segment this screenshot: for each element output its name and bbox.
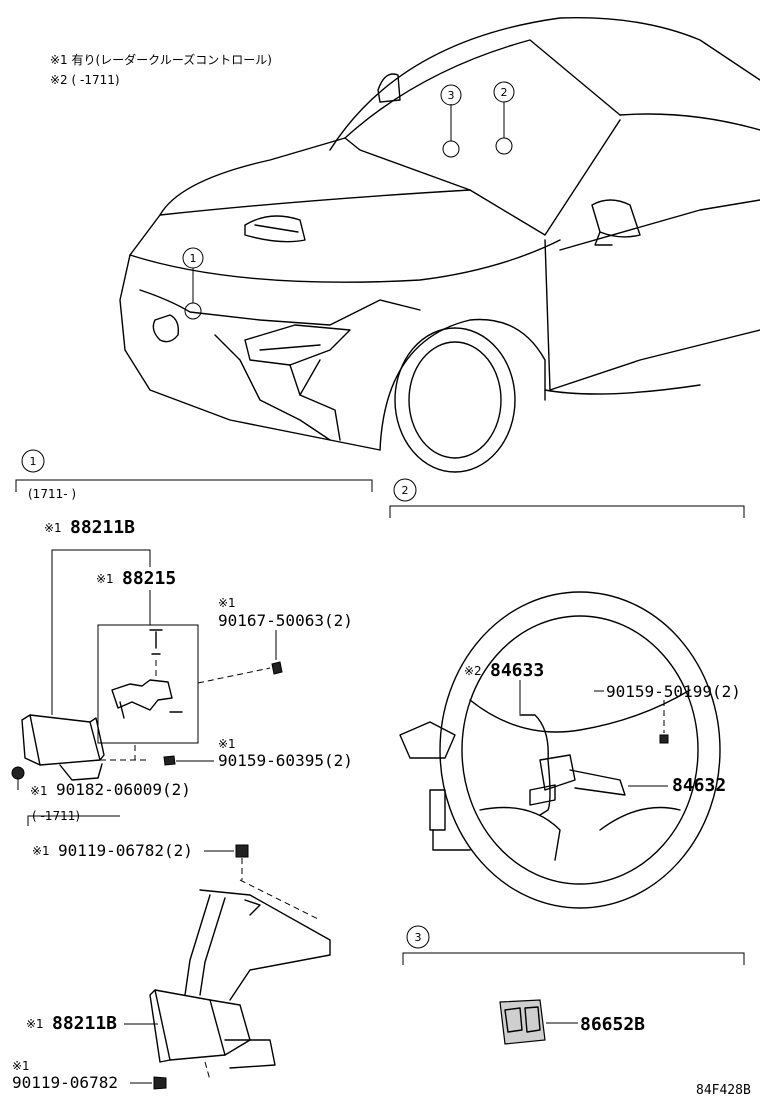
bolt-90119-bottom-icon [153,1076,167,1090]
p88215-mark: ※1 [96,572,114,586]
p90182-mark: ※1 [30,784,48,798]
section-1: 1 (1711- ) ※1 88211B ※1 88215 ※1 90167-5… [11,449,373,1092]
bolt-90159-icon [163,755,176,766]
callout-circle-1 [182,247,204,269]
vehicle-illustration [119,16,760,473]
part-88211b-top[interactable]: 88211B [70,517,135,538]
callout-1-label: 1 [190,252,197,265]
callout-2-label: 2 [501,86,508,99]
callout-3-label: 3 [448,89,455,102]
section-1-sub-bracket [27,815,120,826]
part-90182-06009[interactable]: 90182-06009(2) [56,780,191,799]
section-2: 2 ※2 84633 90159-50199(2) 84632 [389,478,745,909]
note-2: ※2 ( -1711) [50,73,120,87]
p88211b-top-mark: ※1 [44,521,62,535]
section-2-callout [393,478,417,502]
part-88215[interactable]: 88215 [122,568,176,589]
p90119b-mark: ※1 [12,1059,30,1073]
section-3-bracket [402,952,745,965]
bolt-90119-top-icon [235,844,249,858]
part-84632[interactable]: 84632 [672,775,726,796]
part-90119-06782-2[interactable]: 90119-06782(2) [58,841,193,860]
section-3-callout [406,925,430,949]
part-90119-06782[interactable]: 90119-06782 [12,1073,118,1092]
section-1-date-top: (1711- ) [28,487,76,501]
part-88211b-bottom[interactable]: 88211B [52,1013,117,1034]
part-90167-50063[interactable]: 90167-50063(2) [218,611,353,630]
section-1-date-bottom: ( -1711) [32,809,80,823]
part-86652b[interactable]: 86652B [580,1014,645,1035]
camera-sensor-icon [499,999,546,1045]
diagram-code: 84F428B [696,1083,751,1098]
p90167-mark: ※1 [218,596,236,610]
section-1-bracket [15,479,373,492]
p90119a-mark: ※1 [32,844,50,858]
callout-circle-2 [493,81,515,103]
section-3: 3 86652B [402,925,745,1045]
part-90159-50199[interactable]: 90159-50199(2) [606,682,741,701]
section-3-callout-label: 3 [415,931,422,944]
p84633-mark: ※2 [464,664,482,678]
part-90159-60395[interactable]: 90159-60395(2) [218,751,353,770]
screw-90159-icon [659,734,669,744]
section-2-bracket [389,505,745,518]
section-2-callout-label: 2 [402,484,409,497]
bolt-90167-icon [271,661,283,675]
part-84633[interactable]: 84633 [490,660,544,681]
note-1: ※1 有り(レーダークルーズコントロール) [50,52,272,67]
p90159-mark: ※1 [218,737,236,751]
section-1-callout [21,449,45,473]
section-1-callout-label: 1 [30,455,37,468]
callout-circle-3 [440,84,462,106]
p88211b-bottom-mark: ※1 [26,1017,44,1031]
